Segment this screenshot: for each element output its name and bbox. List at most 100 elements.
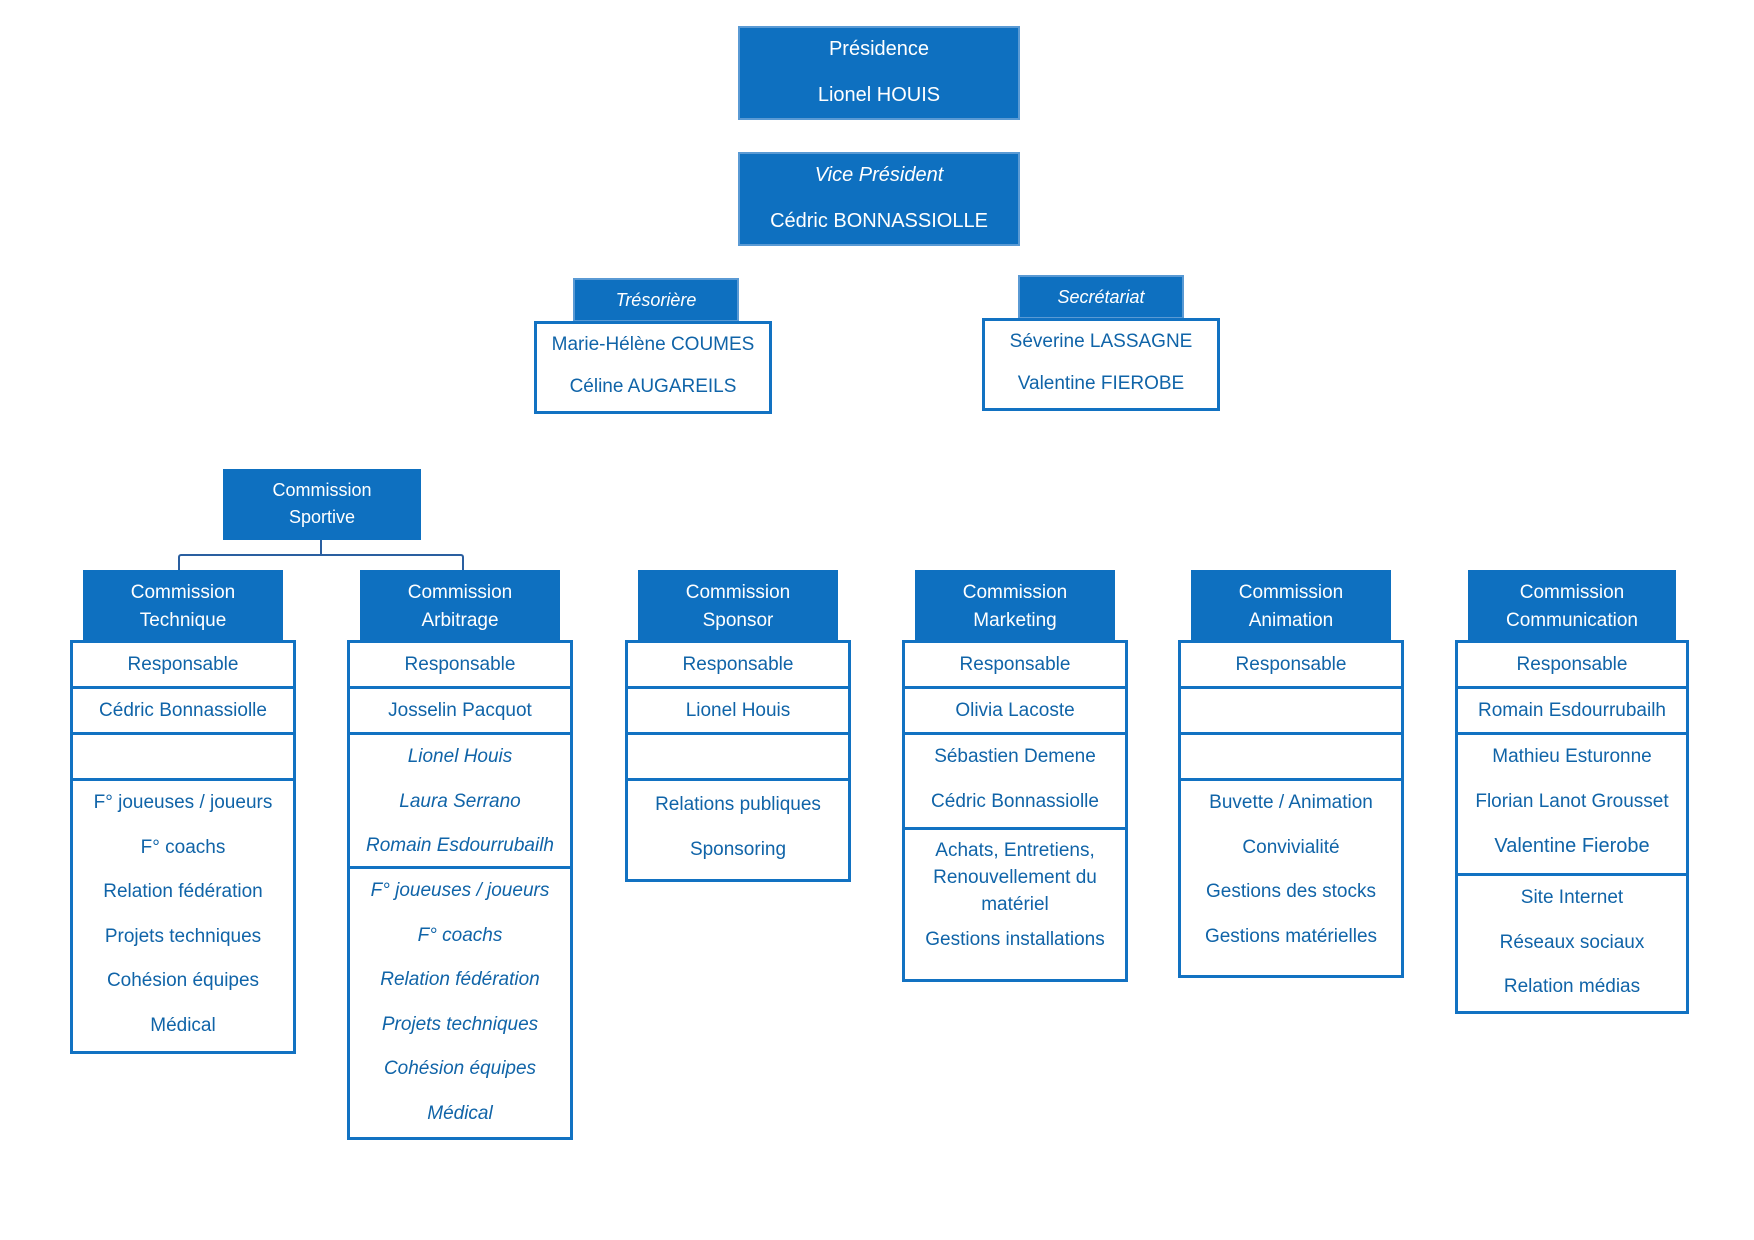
tresoriere-name-1: Marie-Hélène COUMES: [551, 334, 755, 355]
commission-animation-title-1: Commission: [1238, 582, 1344, 603]
member-item: Valentine Fierobe: [1494, 835, 1650, 857]
commission-sponsor-title-2: Sponsor: [702, 610, 774, 631]
commission-sponsor: Commission Sponsor Responsable Lionel Ho…: [625, 570, 851, 882]
responsable-label: Responsable: [73, 643, 293, 689]
task-item: Relation fédération: [103, 881, 263, 902]
task-item: Convivialité: [1242, 836, 1340, 858]
tresoriere-header: Trésorière: [573, 278, 739, 322]
empty-cell: [73, 735, 293, 781]
commission-communication-title-1: Commission: [1519, 582, 1625, 603]
commission-sponsor-body: Responsable Lionel Houis Relations publi…: [625, 640, 851, 882]
task-multiline-1: Achats, Entretiens,: [935, 840, 1095, 861]
task-list: Achats, Entretiens, Renouvellement du ma…: [905, 830, 1125, 963]
commission-arbitrage-title-1: Commission: [407, 582, 513, 603]
task-item: Gestions des stocks: [1205, 881, 1377, 902]
member-list: Lionel Houis Laura Serrano Romain Esdour…: [350, 735, 570, 869]
task-item: Projets techniques: [104, 925, 262, 947]
responsable-name: Josselin Pacquot: [350, 689, 570, 735]
responsable-name: [1181, 689, 1401, 735]
commission-marketing: Commission Marketing Responsable Olivia …: [902, 570, 1128, 982]
task-list: Site Internet Réseaux sociaux Relation m…: [1458, 876, 1686, 1010]
secretariat-title: Secrétariat: [1057, 287, 1145, 307]
commission-animation-body: Responsable Buvette / Animation Convivia…: [1178, 640, 1404, 978]
member-item: Cédric Bonnassiolle: [931, 790, 1099, 812]
commission-sportive-title-2: Sportive: [288, 507, 356, 527]
presidence-title: Présidence: [828, 38, 930, 60]
member-item: Sébastien Demene: [934, 746, 1096, 767]
commission-technique-header: Commission Technique: [83, 570, 283, 640]
presidence-box: Présidence Lionel HOUIS: [738, 26, 1020, 120]
commission-arbitrage: Commission Arbitrage Responsable Josseli…: [347, 570, 573, 1140]
commission-arbitrage-header: Commission Arbitrage: [360, 570, 560, 640]
task-list: F° joueuses / joueurs F° coachs Relation…: [350, 869, 570, 1136]
secretariat-name-1: Séverine LASSAGNE: [1009, 331, 1193, 352]
empty-cell: [1181, 735, 1401, 781]
task-item: Médical: [427, 1102, 493, 1124]
member-item: Lionel Houis: [407, 746, 513, 767]
commission-technique-body: Responsable Cédric Bonnassiolle F° joueu…: [70, 640, 296, 1054]
task-item: F° joueuses / joueurs: [370, 880, 550, 901]
tresoriere-name-2: Céline AUGAREILS: [569, 376, 737, 397]
task-item: Relation médias: [1503, 976, 1641, 997]
commission-animation: Commission Animation Responsable Buvette…: [1178, 570, 1404, 978]
task-multiline-2: Renouvellement du: [933, 867, 1097, 888]
commission-marketing-header: Commission Marketing: [915, 570, 1115, 640]
commission-technique-title-2: Technique: [139, 610, 227, 631]
commission-animation-header: Commission Animation: [1191, 570, 1391, 640]
responsable-label: Responsable: [350, 643, 570, 689]
empty-cell: [628, 735, 848, 781]
presidence-name: Lionel HOUIS: [817, 84, 941, 106]
responsable-name: Cédric Bonnassiolle: [73, 689, 293, 735]
member-item: Mathieu Esturonne: [1492, 746, 1652, 767]
commission-sportive-title-1: Commission: [272, 480, 372, 500]
commission-arbitrage-title-2: Arbitrage: [421, 610, 499, 631]
responsable-label: Responsable: [628, 643, 848, 689]
responsable-label: Responsable: [1458, 643, 1686, 689]
commission-sponsor-header: Commission Sponsor: [638, 570, 838, 640]
task-item: F° coachs: [140, 836, 226, 858]
commission-sportive-box: Commission Sportive: [223, 469, 421, 540]
task-multiline-3: matériel: [981, 894, 1049, 915]
sportive-connector-stem: [320, 540, 322, 554]
task-item: Gestions matérielles: [1204, 925, 1378, 947]
commission-technique-title-1: Commission: [130, 582, 236, 603]
responsable-label: Responsable: [905, 643, 1125, 689]
commission-animation-title-2: Animation: [1248, 610, 1334, 631]
commission-marketing-title-1: Commission: [962, 582, 1068, 603]
secretariat-header: Secrétariat: [1018, 275, 1184, 319]
task-list: F° joueuses / joueurs F° coachs Relation…: [73, 781, 293, 1048]
task-item: Sponsoring: [689, 838, 787, 860]
responsable-label: Responsable: [1181, 643, 1401, 689]
commission-communication-title-2: Communication: [1506, 610, 1638, 631]
task-item: F° coachs: [417, 924, 503, 946]
commission-communication: Commission Communication Responsable Rom…: [1455, 570, 1689, 1014]
task-item: Cohésion équipes: [106, 970, 260, 991]
task-item: Gestions installations: [925, 929, 1105, 950]
member-item: Laura Serrano: [399, 790, 521, 812]
task-list: Relations publiques Sponsoring: [628, 781, 848, 872]
commission-technique: Commission Technique Responsable Cédric …: [70, 570, 296, 1054]
member-list: Mathieu Esturonne Florian Lanot Grousset…: [1458, 735, 1686, 876]
task-item: Relations publiques: [655, 794, 821, 815]
vice-president-box: Vice Président Cédric BONNASSIOLLE: [738, 152, 1020, 246]
responsable-name: Olivia Lacoste: [905, 689, 1125, 735]
commission-communication-body: Responsable Romain Esdourrubailh Mathieu…: [1455, 640, 1689, 1014]
sportive-connector-bar: [178, 554, 464, 570]
task-item: Réseaux sociaux: [1499, 931, 1645, 953]
commission-marketing-title-2: Marketing: [973, 610, 1057, 631]
commission-marketing-body: Responsable Olivia Lacoste Sébastien Dem…: [902, 640, 1128, 982]
commission-sponsor-title-1: Commission: [685, 582, 791, 603]
task-item: Projets techniques: [381, 1013, 539, 1035]
tresoriere-box: Marie-Hélène COUMES Céline AUGAREILS: [534, 321, 772, 414]
member-list: Sébastien Demene Cédric Bonnassiolle: [905, 735, 1125, 830]
responsable-name: Lionel Houis: [628, 689, 848, 735]
commission-communication-header: Commission Communication: [1468, 570, 1676, 640]
secretariat-box: Séverine LASSAGNE Valentine FIEROBE: [982, 318, 1220, 411]
secretariat-name-2: Valentine FIEROBE: [1017, 373, 1185, 394]
responsable-name: Romain Esdourrubailh: [1458, 689, 1686, 735]
commission-arbitrage-body: Responsable Josselin Pacquot Lionel Houi…: [347, 640, 573, 1140]
task-list: Buvette / Animation Convivialité Gestion…: [1181, 781, 1401, 959]
vice-president-title: Vice Président: [814, 164, 944, 186]
task-item: Relation fédération: [380, 969, 540, 990]
vice-president-name: Cédric BONNASSIOLLE: [770, 210, 988, 232]
